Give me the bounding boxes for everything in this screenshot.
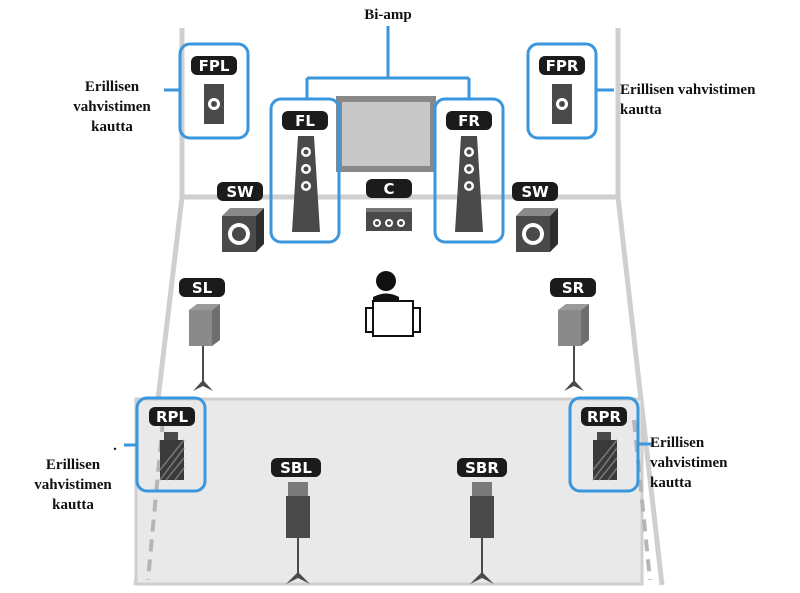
listener-icon	[365, 271, 421, 337]
rear-floor-zone	[134, 397, 644, 586]
fpl-note-line-2: vahvistimen	[73, 99, 151, 115]
fr-speaker	[455, 136, 483, 232]
c-badge: C	[366, 179, 412, 198]
rpl-speaker	[159, 432, 185, 481]
bi-amp-label: Bi-amp	[364, 7, 412, 23]
fpl-label: FPL	[199, 57, 230, 75]
sr-badge: SR	[550, 278, 596, 297]
rpl-note-dot: .	[113, 438, 117, 454]
fpl-badge: FPL	[191, 56, 237, 75]
rpl-badge: RPL	[149, 407, 195, 426]
sl-label: SL	[192, 279, 213, 297]
sw-left-speaker	[222, 208, 264, 252]
fr-badge: FR	[446, 111, 492, 130]
sw-left-label: SW	[226, 183, 254, 201]
rpl-note-line-1: Erillisen	[46, 457, 101, 473]
fl-badge: FL	[282, 111, 328, 130]
fr-label: FR	[458, 112, 480, 130]
sbl-label: SBL	[280, 459, 312, 477]
rpr-note-line-1: Erillisen	[650, 435, 705, 451]
tv	[336, 96, 436, 172]
speaker-badges: FPL FPR FL FR C SW SW SL SR RPL RPR SBL …	[149, 56, 627, 477]
fpr-badge: FPR	[539, 56, 585, 75]
sl-speaker	[189, 304, 220, 391]
fl-speaker	[292, 136, 320, 232]
c-label: C	[383, 180, 394, 198]
fpr-speaker	[552, 84, 572, 124]
rpr-speaker	[592, 432, 618, 481]
sw-right-badge: SW	[512, 182, 558, 201]
rpr-note: Erillisen vahvistimen kautta	[650, 435, 728, 491]
fpl-note: Erillisen vahvistimen kautta	[73, 79, 151, 135]
fpl-note-line-3: kautta	[91, 119, 133, 135]
rpl-label: RPL	[156, 408, 189, 426]
sl-badge: SL	[179, 278, 225, 297]
sbr-label: SBR	[465, 459, 499, 477]
fpr-note-line-2: kautta	[620, 102, 662, 118]
fr-highlight	[433, 97, 505, 244]
rpr-note-line-3: kautta	[650, 475, 692, 491]
sw-left-badge: SW	[217, 182, 263, 201]
fl-label: FL	[295, 112, 315, 130]
sbl-badge: SBL	[271, 458, 321, 477]
bi-amp-connector	[305, 26, 471, 99]
rpl-note-line-3: kautta	[52, 497, 94, 513]
rpr-note-line-2: vahvistimen	[650, 455, 728, 471]
rpr-label: RPR	[587, 408, 622, 426]
rpl-note-line-2: vahvistimen	[34, 477, 112, 493]
c-speaker	[366, 208, 412, 231]
right-wall	[615, 196, 665, 586]
rpr-badge: RPR	[581, 407, 627, 426]
sw-right-speaker	[516, 208, 558, 252]
fpr-label: FPR	[546, 57, 579, 75]
callout-lines	[124, 88, 652, 447]
tv-screen	[342, 102, 430, 166]
sbr-speaker	[470, 482, 494, 584]
sw-right-label: SW	[521, 183, 549, 201]
fpr-note-line-1: Erillisen vahvistimen	[620, 82, 756, 98]
sr-label: SR	[562, 279, 585, 297]
sr-speaker	[558, 304, 589, 391]
sbl-speaker	[286, 482, 310, 584]
fpl-speaker	[204, 84, 224, 124]
fpr-note: Erillisen vahvistimen kautta	[620, 82, 756, 118]
rpl-note: Erillisen vahvistimen kautta	[34, 457, 112, 513]
sbr-badge: SBR	[457, 458, 507, 477]
fpl-note-line-1: Erillisen	[85, 79, 140, 95]
fl-highlight	[269, 97, 341, 244]
